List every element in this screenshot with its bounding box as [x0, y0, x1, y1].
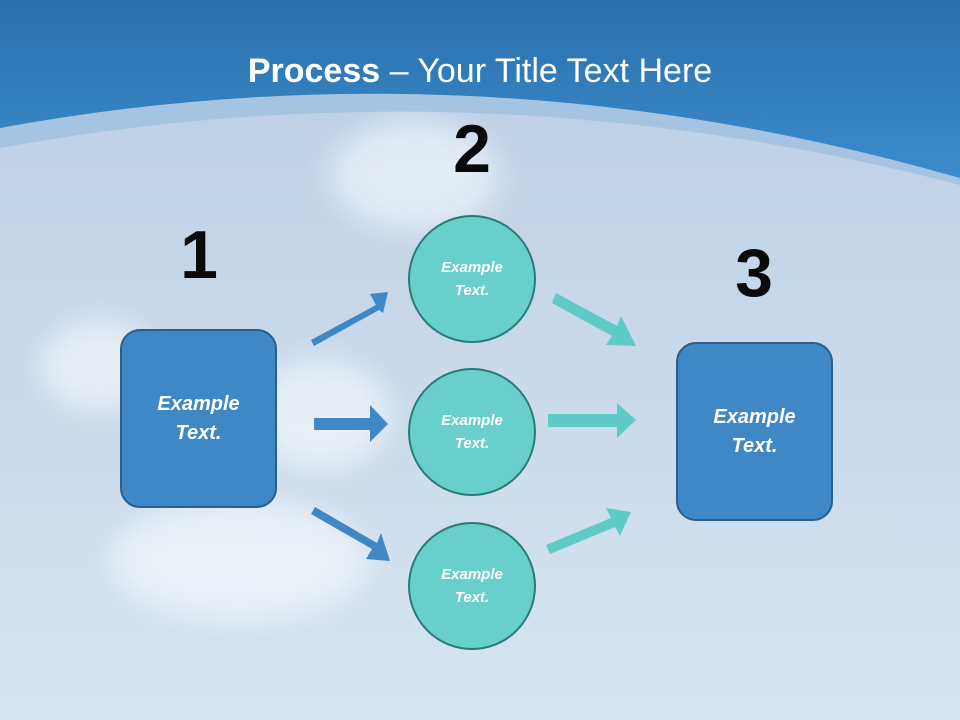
circle-top-line1: Example [441, 259, 503, 276]
circle-top-line2: Text. [454, 282, 490, 299]
title-bold: Process [247, 52, 381, 90]
circle-middle: Example Text. [408, 368, 536, 496]
circle-bottom-line1: Example [441, 566, 503, 583]
step-number-3: 3 [735, 235, 773, 311]
step-number-2: 2 [453, 111, 491, 187]
slide-title: Process – Your Title Text Here [0, 52, 960, 91]
circle-bottom: Example Text. [408, 522, 536, 650]
arrow-to-top-circle [311, 292, 388, 346]
right-box-line1: Example [713, 405, 796, 428]
title-rest: – Your Title Text Here [380, 52, 713, 90]
circle-top: Example Text. [408, 215, 536, 343]
circle-bottom-line2: Text. [454, 589, 490, 606]
right-box-line2: Text. [731, 434, 778, 457]
arrow-from-bottom-circle [546, 508, 631, 554]
left-box: Example Text. [120, 329, 277, 508]
left-box-line2: Text. [175, 421, 222, 444]
circle-middle-line1: Example [441, 412, 503, 429]
cloud-decoration [330, 120, 500, 230]
arrow-from-top-circle [552, 293, 636, 346]
left-box-line1: Example [157, 392, 240, 415]
arrow-from-middle-circle [548, 403, 636, 438]
step-number-1: 1 [180, 217, 218, 293]
right-box: Example Text. [676, 342, 833, 521]
arrow-to-bottom-circle [311, 507, 390, 561]
arrow-to-middle-circle [314, 405, 388, 442]
circle-middle-line2: Text. [454, 435, 490, 452]
